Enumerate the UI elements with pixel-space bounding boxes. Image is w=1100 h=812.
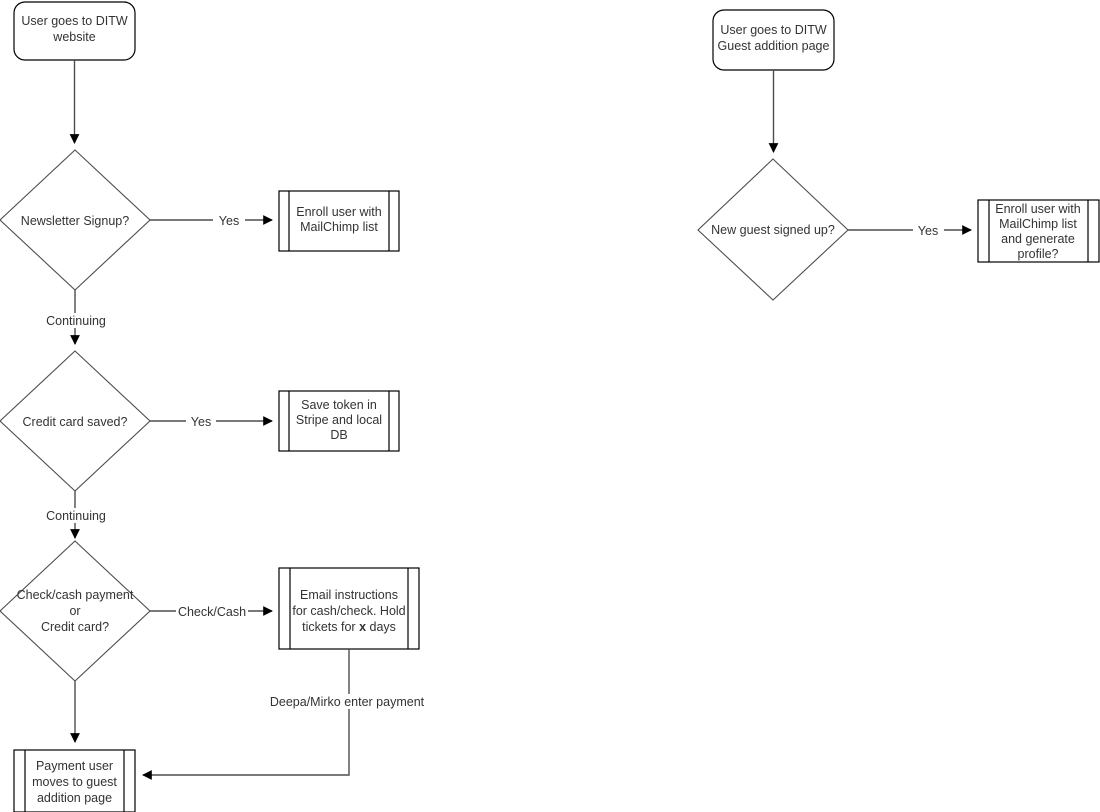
edge-label-newsletter-continuing: Continuing [46,314,106,328]
edge-payment-check-cash: Check/Cash [150,603,273,619]
node-payment-type-decision-line-0: Check/cash payment [17,588,134,602]
node-payment-type-decision-line-1: or [69,604,80,618]
node-credit-card-decision-line-0: Credit card saved? [23,415,128,429]
node-payment-user-moves-line-2: addition page [37,791,112,805]
edge-email-to-payment-user: Deepa/Mirko enter payment [142,649,426,780]
node-payment-user-moves-line-0: Payment user [36,759,113,773]
edge-creditcard-continuing: Continuing [45,491,109,539]
edge-label-newsletter-yes: Yes [219,214,239,228]
node-enroll-mailchimp-profile-line-1: MailChimp list [999,217,1077,231]
edge-label-creditcard-continuing: Continuing [46,509,106,523]
predefined-process-shape [977,199,1100,263]
node-start-guest-page-line-0: User goes to DITW [720,23,826,37]
node-start-guest-page[interactable]: User goes to DITW Guest addition page [712,9,835,71]
node-newsletter-decision-line-0: Newsletter Signup? [21,214,129,228]
label-backdrop [176,603,248,619]
node-enroll-mailchimp-profile-line-2: and generate [1001,232,1075,246]
edge-label-creditcard-yes: Yes [191,415,211,429]
node-payment-type-decision-line-2: Credit card? [41,620,109,634]
node-enroll-mailchimp-line-1: MailChimp list [300,220,378,234]
node-enroll-mailchimp[interactable]: Enroll user with MailChimp list [278,190,400,252]
node-enroll-mailchimp-profile-line-0: Enroll user with [995,202,1080,216]
edge-newsletter-continuing: Continuing [45,290,109,345]
predefined-process-shape [278,390,400,452]
edge-label-newguest-yes: Yes [918,224,938,238]
label-backdrop [913,222,944,238]
edge-newsletter-yes: Yes [150,212,273,228]
node-email-instructions[interactable]: Email instructions for cash/check. Hold … [278,567,420,650]
node-credit-card-decision[interactable]: Credit card saved? [0,350,151,492]
node-start-website-line-0: User goes to DITW [21,14,127,28]
node-save-token-line-1: Stripe and local [296,413,382,427]
node-newsletter-decision[interactable]: Newsletter Signup? [0,149,151,291]
diamond-shape [697,158,849,301]
node-enroll-mailchimp-line-0: Enroll user with [296,205,381,219]
predefined-process-shape [278,567,420,650]
node-start-website[interactable]: User goes to DITW website [13,1,136,61]
edge-newguest-yes: Yes [848,222,972,238]
node-save-token-line-2: DB [330,428,347,442]
label-backdrop [213,212,245,228]
label-backdrop [268,694,426,709]
node-start-website-line-1: website [52,30,95,44]
node-new-guest-decision[interactable]: New guest signed up? [697,158,849,301]
line2-pre: tickets for [302,620,359,634]
predefined-process-shape [278,190,400,252]
edge-label-email-to-payment-user: Deepa/Mirko enter payment [270,695,425,709]
edge-label-payment-check-cash: Check/Cash [178,605,246,619]
edge-line [142,649,350,780]
edge-creditcard-yes: Yes [150,413,273,429]
predefined-process-shape [13,749,136,812]
node-new-guest-decision-line-0: New guest signed up? [711,223,835,237]
node-enroll-mailchimp-profile-line-3: profile? [1018,247,1059,261]
node-email-instructions-line-2: tickets for x days [302,620,396,634]
node-email-instructions-line-1: for cash/check. Hold [292,604,405,618]
node-save-token[interactable]: Save token in Stripe and local DB [278,390,400,452]
node-enroll-mailchimp-profile[interactable]: Enroll user with MailChimp list and gene… [977,199,1100,263]
label-backdrop [186,413,216,429]
node-email-instructions-line-0: Email instructions [300,588,398,602]
line2-post: days [366,620,396,634]
label-backdrop [45,508,109,523]
label-backdrop [45,313,109,328]
node-payment-user-moves[interactable]: Payment user moves to guest addition pag… [13,749,136,812]
node-start-guest-page-line-1: Guest addition page [718,39,830,53]
node-payment-type-decision[interactable]: Check/cash payment or Credit card? [0,540,151,682]
bold-x-token: x [359,620,366,634]
node-payment-user-moves-line-1: moves to guest [32,775,117,789]
node-save-token-line-0: Save token in [301,398,377,412]
